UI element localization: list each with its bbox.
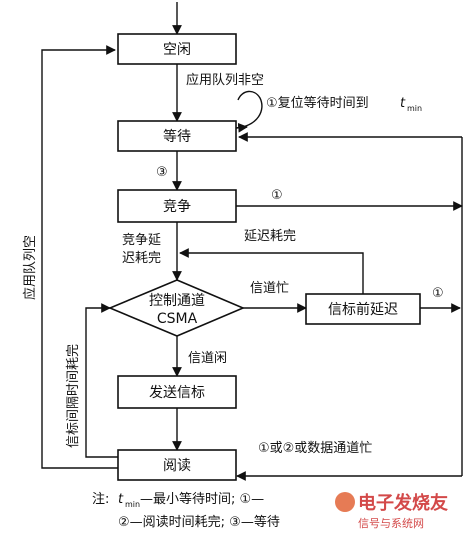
send-beacon-label: 发送信标 [149, 385, 205, 401]
watermark-text-1: 电子发烧友 [358, 492, 448, 514]
watermark: 电子发烧友 信号与系统网 [335, 492, 448, 530]
contend-label: 竞争 [163, 198, 191, 215]
reset-loop-arrowhead [235, 122, 248, 133]
wait-label: 等待 [163, 128, 191, 145]
circle3-label: ③ [156, 165, 168, 180]
note-line2: ②—阅读时间耗完; ③—等待 [118, 514, 280, 530]
watermark-text-2: 信号与系统网 [358, 517, 424, 530]
queue-empty-loop [41, 45, 118, 469]
contend-box [117, 189, 237, 223]
note-line1: —最小等待时间; ①— [140, 491, 264, 507]
read-label: 阅读 [163, 457, 191, 474]
reset-timer-t-sub: min [407, 104, 422, 113]
idle-label: 空闲 [163, 42, 191, 58]
channel-idle-label: 信道闲 [188, 351, 227, 366]
beacon-delay-label: 信标前延迟 [328, 301, 398, 318]
channel-busy-label: 信道忙 [250, 281, 289, 296]
send-beacon-box [117, 375, 237, 409]
reset-timer-label: ①复位等待时间到 [266, 95, 369, 111]
delay-expired-label: 延迟耗完 [244, 229, 296, 244]
delay-expired-loop [179, 248, 364, 294]
contend-delay-line2: 迟耗完 [122, 251, 161, 266]
busy-condition-label: ①或②或数据通道忙 [258, 441, 372, 456]
reset-loop-arrow [235, 90, 263, 129]
idle-box [117, 33, 237, 65]
circle1-right-label: ① [432, 286, 444, 301]
watermark-logo-icon [335, 492, 355, 512]
csma-label-line1: 控制通道 [149, 293, 205, 309]
note-prefix: 注: [92, 492, 109, 507]
read-box [117, 449, 237, 481]
csma-label-line2: CSMA [157, 311, 198, 327]
queue-nonempty-label: 应用队列非空 [186, 72, 264, 88]
wait-box [117, 120, 237, 152]
reset-timer-t: t [400, 96, 406, 111]
note-t: t [118, 492, 124, 507]
beacon-interval-loop [85, 303, 118, 458]
beacon-delay-box [305, 293, 421, 325]
contend-delay-line1: 竞争延 [122, 232, 161, 248]
beacon-interval-label: 信标间隔时间耗完 [66, 344, 81, 448]
queue-empty-label: 应用队列空 [22, 235, 38, 300]
csma-diamond [107, 279, 246, 337]
circle1-top-label: ① [271, 188, 283, 203]
note-t-sub: min [125, 500, 140, 509]
